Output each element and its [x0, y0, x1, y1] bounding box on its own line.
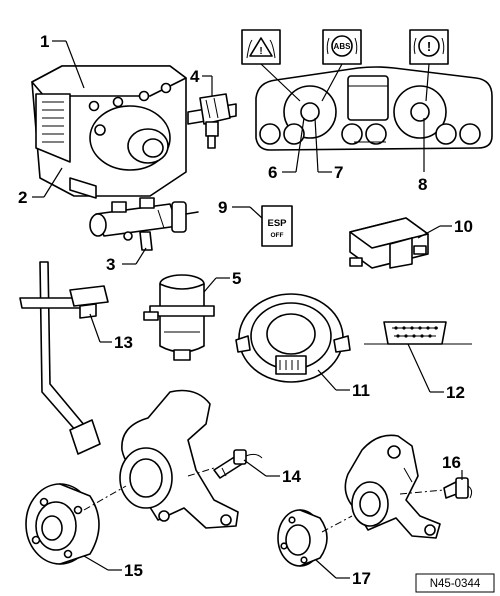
- label-12: 12: [446, 383, 465, 402]
- front-wheel-speed-sensor: [213, 449, 263, 479]
- esp-button-line2: OFF: [271, 232, 284, 239]
- steering-angle-sensor: [235, 293, 351, 383]
- reference-code-box: N45-0344: [415, 573, 495, 593]
- abs-lamp-text: ABS: [334, 42, 352, 51]
- label-2: 2: [18, 188, 27, 207]
- label-6: 6: [268, 163, 277, 182]
- label-11: 11: [352, 381, 370, 400]
- leader-lines: [32, 40, 463, 579]
- callout-labels: 1 2 3 4 5 6 7 8 9 10 11 12 13 14 15 16 1…: [18, 32, 473, 588]
- brake-pedal: [19, 261, 109, 455]
- diagnostic-connector: [364, 321, 472, 345]
- front-wheel-hub: [25, 483, 100, 565]
- abs-lamp: ABS: [322, 29, 362, 65]
- warning-triangle-lamp: !: [241, 29, 281, 65]
- label-17: 17: [352, 569, 371, 588]
- label-9: 9: [218, 198, 227, 217]
- label-4: 4: [190, 67, 200, 86]
- esp-button-line1: ESP: [267, 218, 287, 229]
- label-16: 16: [442, 453, 461, 472]
- label-1: 1: [40, 32, 49, 51]
- abs-hydraulic-unit: [31, 65, 187, 199]
- instrument-cluster: [255, 66, 493, 151]
- label-14: 14: [282, 467, 301, 486]
- vacuum-pump: [143, 274, 215, 361]
- brake-warning-lamp: !: [409, 29, 449, 65]
- brake-pressure-sensor: [187, 93, 237, 149]
- label-10: 10: [454, 217, 473, 236]
- brake-master-cylinder: [89, 197, 199, 251]
- label-13: 13: [114, 333, 133, 352]
- rear-steering-knuckle: [344, 434, 441, 539]
- label-3: 3: [106, 255, 115, 274]
- esp-off-button: ESP OFF: [261, 205, 293, 247]
- label-15: 15: [124, 561, 143, 580]
- label-7: 7: [334, 163, 343, 182]
- front-left-steering-knuckle: [119, 389, 239, 529]
- reference-code: N45-0344: [430, 578, 481, 590]
- yaw-rate-sensor: [349, 217, 429, 269]
- rear-wheel-hub: [277, 509, 328, 567]
- label-8: 8: [418, 175, 427, 194]
- label-5: 5: [232, 269, 241, 288]
- brake-warning-icon: !: [427, 39, 431, 54]
- warning-triangle-icon: !: [259, 46, 262, 57]
- rear-wheel-speed-sensor: [443, 477, 473, 499]
